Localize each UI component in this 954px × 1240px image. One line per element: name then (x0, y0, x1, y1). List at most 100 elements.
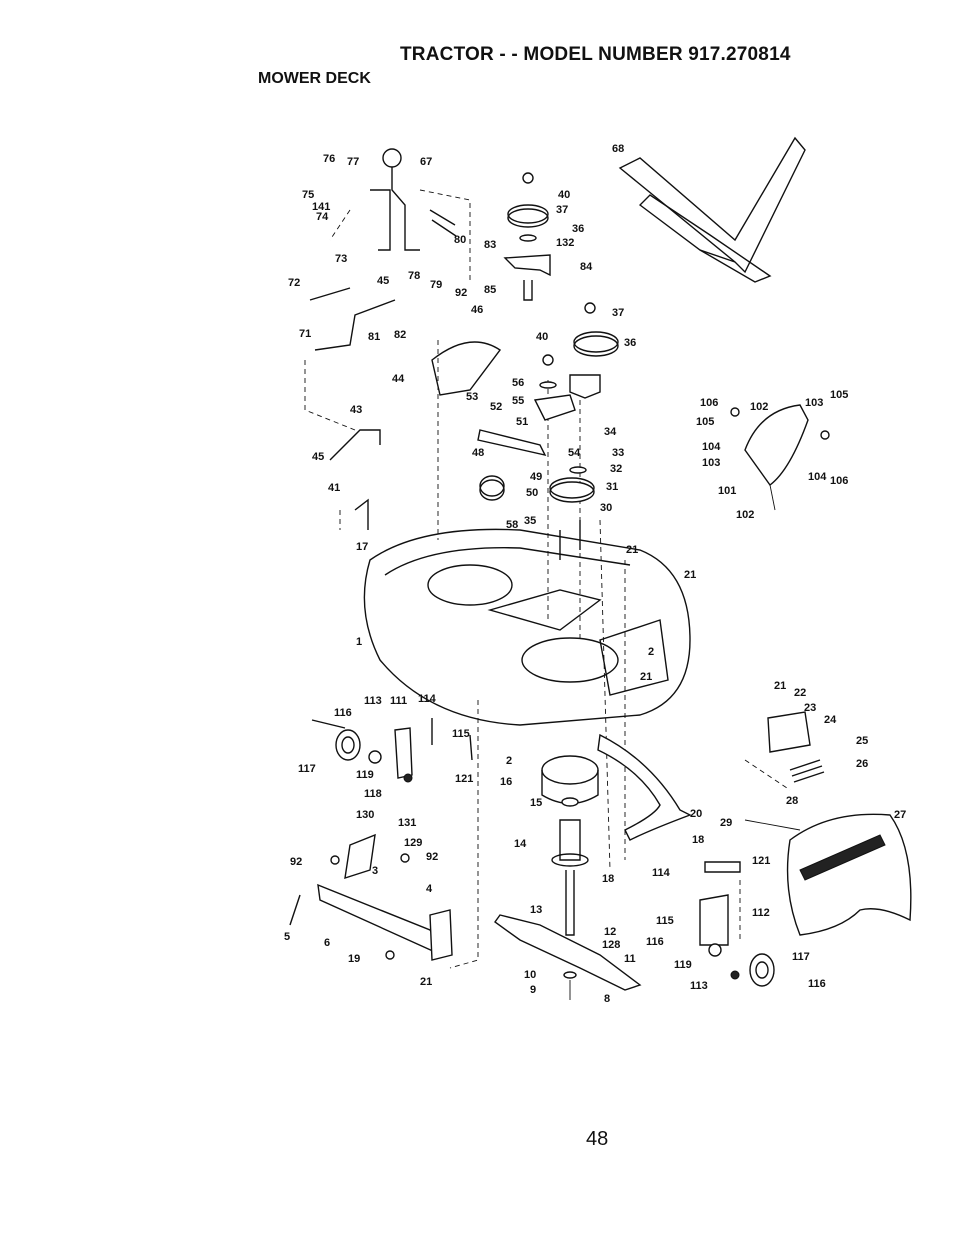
callout-77: 77 (347, 156, 359, 168)
callout-105: 105 (830, 389, 848, 401)
callout-17: 17 (356, 541, 368, 553)
callout-67: 67 (420, 156, 432, 168)
callout-85: 85 (484, 284, 496, 296)
callout-80: 80 (454, 234, 466, 246)
callout-92: 92 (455, 287, 467, 299)
callout-49: 49 (530, 471, 542, 483)
callout-48: 48 (472, 447, 484, 459)
callout-101: 101 (718, 485, 736, 497)
callout-21b: 21 (626, 544, 638, 556)
callout-129: 129 (404, 837, 422, 849)
assembly-dashed-lines (304, 340, 791, 969)
spring-and-pulley (479, 466, 595, 560)
callout-72: 72 (288, 277, 300, 289)
deflector-baffle (730, 404, 830, 511)
callout-46: 46 (471, 304, 483, 316)
callout-131: 131 (398, 817, 416, 829)
callout-114: 114 (418, 693, 437, 705)
callout-44: 44 (392, 373, 405, 385)
callout-112: 112 (752, 907, 770, 919)
callout-68: 68 (612, 143, 624, 155)
callout-37: 37 (556, 204, 568, 216)
callout-116: 116 (334, 707, 352, 719)
callout-132: 132 (556, 237, 574, 249)
callout-12: 12 (604, 926, 616, 938)
callout-116b: 116 (646, 936, 664, 948)
idler-pulley-middle (477, 302, 619, 457)
callout-104b: 104 (808, 471, 827, 483)
callout-23: 23 (804, 702, 816, 714)
callout-26: 26 (856, 758, 868, 770)
callout-55: 55 (512, 395, 524, 407)
callout-21: 21 (420, 976, 432, 988)
callout-15: 15 (530, 797, 542, 809)
callout-22: 22 (794, 687, 806, 699)
callout-14: 14 (514, 838, 527, 850)
gauge-wheel-left (311, 718, 473, 783)
gauge-wheel-right (699, 861, 775, 987)
callout-34: 34 (604, 426, 617, 438)
callout-141: 141 (312, 201, 330, 213)
callout-36: 36 (572, 223, 584, 235)
callout-52: 52 (490, 401, 502, 413)
section-subtitle: MOWER DECK (258, 70, 371, 87)
callout-labels: 76 77 67 75 141 74 73 80 78 79 92 72 45 … (284, 143, 906, 1005)
callout-5: 5 (284, 931, 290, 943)
callout-130: 130 (356, 809, 374, 821)
callout-114b: 114 (652, 867, 671, 879)
callout-37b: 37 (612, 307, 624, 319)
callout-41: 41 (328, 482, 340, 494)
blade-spindle-assembly (494, 755, 642, 1000)
callout-3: 3 (372, 865, 378, 877)
callout-21d: 21 (640, 671, 652, 683)
callout-115b: 115 (656, 915, 674, 927)
callout-106: 106 (700, 397, 718, 409)
callout-115: 115 (452, 728, 470, 740)
callout-118: 118 (364, 788, 382, 800)
callout-104: 104 (702, 441, 721, 453)
callout-74: 74 (316, 211, 329, 223)
page-number: 48 (586, 1128, 609, 1150)
callout-75: 75 (302, 189, 314, 201)
callout-111: 111 (390, 695, 407, 707)
callout-18: 18 (692, 834, 704, 846)
callout-92b: 92 (290, 856, 302, 868)
callout-45b: 45 (312, 451, 324, 463)
callout-35: 35 (524, 515, 536, 527)
callout-119b: 119 (674, 959, 692, 971)
front-hitch (289, 833, 453, 961)
callout-106b: 106 (830, 475, 848, 487)
mower-deck-housing (363, 528, 691, 726)
callout-31: 31 (606, 481, 618, 493)
callout-45: 45 (377, 275, 389, 287)
callout-121b: 121 (752, 855, 770, 867)
lift-lever-assembly (309, 148, 471, 530)
callout-71: 71 (299, 328, 311, 340)
callout-6: 6 (324, 937, 330, 949)
callout-20: 20 (690, 808, 702, 820)
callout-73: 73 (335, 253, 347, 265)
callout-2b: 2 (648, 646, 654, 658)
callout-116c: 116 (808, 978, 826, 990)
callout-4: 4 (426, 883, 433, 895)
callout-30: 30 (600, 502, 612, 514)
callout-2: 2 (506, 755, 512, 767)
callout-113b: 113 (690, 980, 708, 992)
callout-27: 27 (894, 809, 906, 821)
callout-16: 16 (500, 776, 512, 788)
callout-79: 79 (430, 279, 442, 291)
callout-40b: 40 (536, 331, 548, 343)
callout-83: 83 (484, 239, 496, 251)
callout-1: 1 (356, 636, 362, 648)
callout-40: 40 (558, 189, 570, 201)
drive-bracket (597, 733, 692, 841)
callout-50: 50 (526, 487, 538, 499)
belt-guard-left (431, 341, 502, 396)
callout-36b: 36 (624, 337, 636, 349)
callout-78: 78 (408, 270, 420, 282)
callout-28: 28 (786, 795, 798, 807)
callout-21c: 21 (684, 569, 696, 581)
callout-113: 113 (364, 695, 382, 707)
callout-102: 102 (750, 401, 768, 413)
callout-128: 128 (602, 939, 620, 951)
